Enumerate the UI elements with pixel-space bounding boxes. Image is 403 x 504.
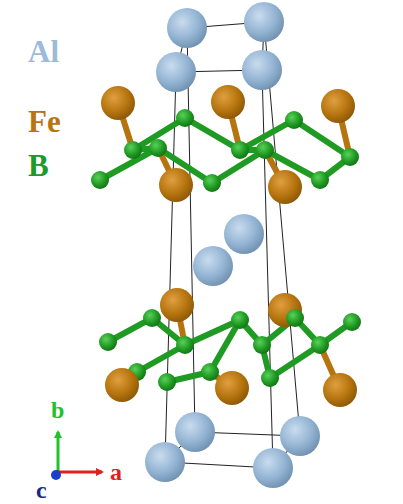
legend-swatch: B: [28, 150, 49, 181]
upper-atoms: [91, 85, 359, 204]
axis-label: b: [51, 398, 64, 422]
element-label: B: [28, 148, 49, 183]
element-label: Fe: [28, 104, 61, 139]
element-label: Al: [28, 34, 59, 69]
al-atoms: [145, 412, 320, 488]
al-atoms: [156, 2, 284, 92]
axis-label: c: [36, 478, 47, 502]
axis-triad: [51, 432, 102, 480]
lower-atoms: [99, 288, 361, 407]
axis-label: a: [110, 460, 122, 484]
legend-swatch: Fe: [28, 106, 61, 137]
legend-swatch: Al: [28, 36, 59, 67]
al-atoms: [193, 214, 264, 286]
